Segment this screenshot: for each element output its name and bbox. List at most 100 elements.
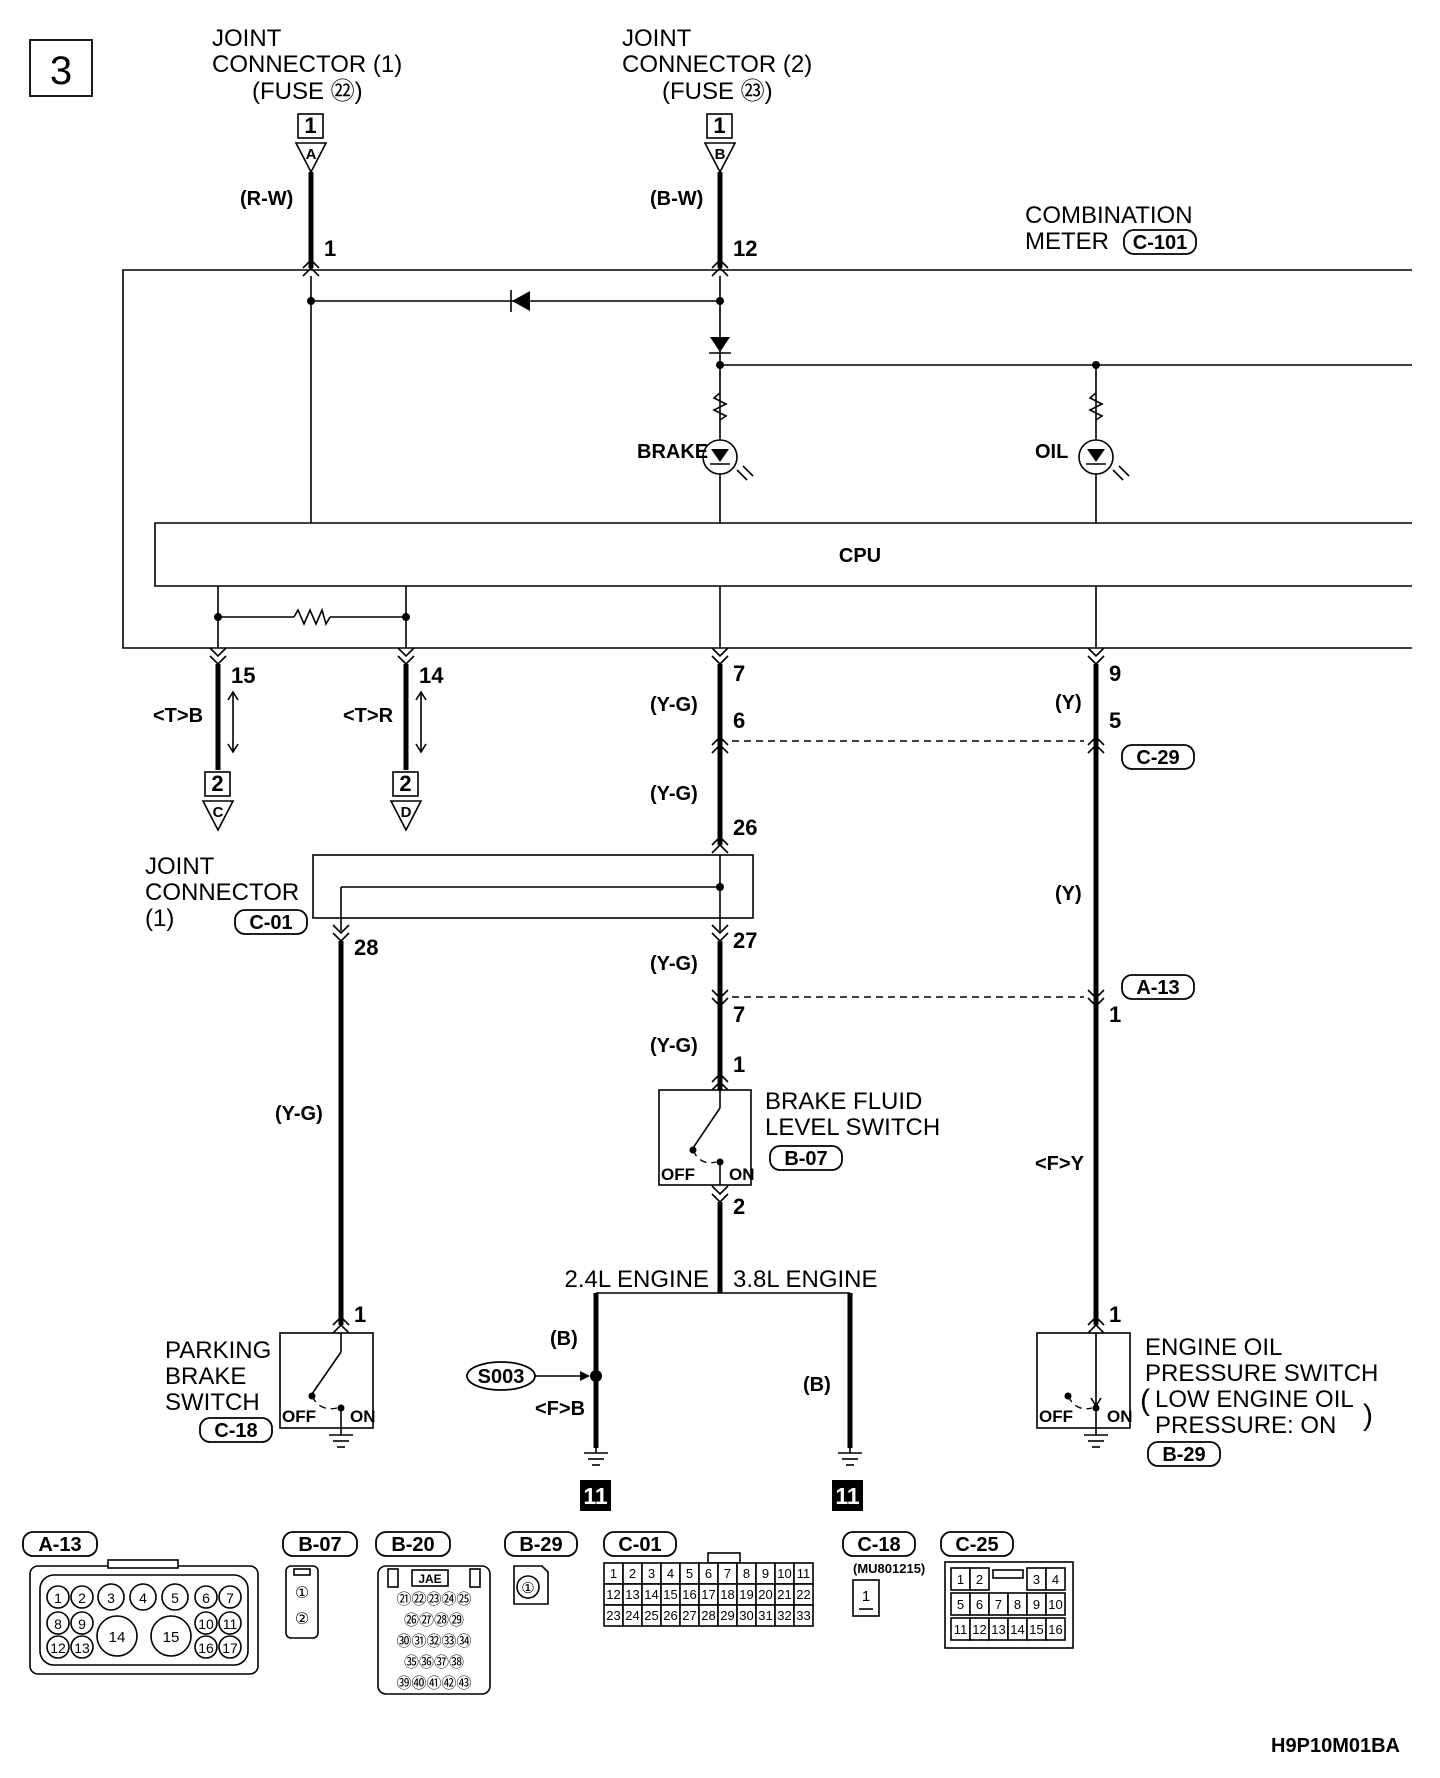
engine-38-label: 3.8L ENGINE [733, 1266, 878, 1293]
connector-view-b20: B-20 JAE ㉑㉒㉓㉔㉕ ㉖㉗㉘㉙ ㉚㉛㉜㉝㉞ ㉟㊱㊲㊳ ㊴㊵㊶㊷㊸ [375, 1531, 491, 1695]
jc1-letter: A [306, 146, 317, 163]
pin-number: 8 [1014, 1597, 1021, 1612]
ground-icon [584, 1448, 608, 1466]
connector-mark-icon [711, 1185, 729, 1204]
wire-label-yg-2: (Y-G) [650, 783, 698, 805]
junction-dot [214, 613, 222, 621]
pin-circle [194, 1585, 218, 1609]
connector-mark-icon [711, 735, 729, 754]
pin-number: 5 [171, 1590, 179, 1606]
jc-c-letter: C [213, 804, 224, 821]
pin-number: 12 [50, 1640, 66, 1656]
eops-paren-close: ) [1363, 1399, 1373, 1432]
jc1-line3: (FUSE ㉒) [252, 78, 363, 105]
wire-label-yg-left: (Y-G) [275, 1103, 323, 1125]
pin-15: 15 [231, 663, 255, 688]
brake-lamp-label: BRAKE [637, 441, 708, 463]
jc2-letter: B [715, 146, 726, 163]
pin-number: 4 [667, 1566, 674, 1581]
resistor-icon [1088, 392, 1104, 421]
pin-number: 18 [720, 1587, 734, 1602]
wire-label-yg-1: (Y-G) [650, 694, 698, 716]
jc2-line2: CONNECTOR (2) [622, 51, 812, 78]
pin-number: 8 [54, 1616, 62, 1632]
pin-circle [194, 1635, 218, 1659]
pin-number: 33 [796, 1608, 810, 1623]
brake-fluid-switch-box [658, 1089, 752, 1186]
cv-b07-pin1: ① [295, 1585, 309, 1602]
pin-7-a13: 7 [733, 1002, 745, 1027]
connector-mark-icon [1087, 1315, 1105, 1334]
pin-number: 10 [1048, 1597, 1062, 1612]
connector-mark-icon [711, 989, 729, 1008]
pin-number: 11 [223, 1616, 238, 1632]
brake-lamp-icon [702, 439, 754, 481]
pin-number: 3 [1033, 1572, 1040, 1587]
wire-label-y-1: (Y) [1055, 692, 1082, 714]
pin-number: 16 [682, 1587, 696, 1602]
pin-cell [793, 1604, 814, 1627]
page-number-box [29, 39, 93, 97]
pin-circle [150, 1615, 192, 1657]
jc-c-arrow-icon [201, 800, 235, 832]
bfls-off: OFF [661, 1165, 695, 1184]
latch [992, 1569, 1024, 1579]
pin-number: 25 [644, 1608, 658, 1623]
pin-number: 13 [625, 1587, 639, 1602]
pin-9: 9 [1109, 661, 1121, 686]
pin-number: 14 [644, 1587, 658, 1602]
pbs-off: OFF [282, 1407, 316, 1426]
pbs-on: ON [350, 1407, 376, 1426]
cv-b29-label: B-29 [519, 1534, 562, 1556]
arrow-icon [580, 1371, 590, 1381]
pin-1-eops: 1 [1109, 1302, 1121, 1327]
splice-s003: S003 [478, 1366, 525, 1388]
ground-ref-2: 11 [835, 1483, 860, 1509]
connector-view-c18: C-18 (MU801215) 1 [842, 1531, 925, 1617]
connector-view-b07: B-07 ① ② [282, 1531, 358, 1639]
pin-number: 3 [107, 1590, 115, 1606]
pin-number: 5 [686, 1566, 693, 1581]
jc3-line2: CONNECTOR [145, 879, 299, 906]
pin-number: 13 [991, 1622, 1005, 1637]
pin-number: 15 [663, 1587, 677, 1602]
pin-1-pbs: 1 [354, 1302, 366, 1327]
wire-label-yg-4: (Y-G) [650, 1035, 698, 1057]
junction-dot [402, 613, 410, 621]
jc2-line1: JOINT [622, 25, 692, 52]
oil-lamp-label: OIL [1035, 441, 1068, 463]
pin-number: 9 [762, 1566, 769, 1581]
double-arrow-icon [415, 690, 427, 754]
pin-7-meter: 7 [733, 661, 745, 686]
joint-connector-2-header: JOINT CONNECTOR (2) (FUSE ㉓) 1 B [622, 25, 812, 174]
pin-number: 1 [54, 1590, 62, 1606]
pin-circle [218, 1611, 242, 1635]
ground-ref-badge [580, 1480, 611, 1511]
pin-number: 1 [610, 1566, 617, 1581]
pin-6: 6 [733, 708, 745, 733]
cv-c25-label: C-25 [955, 1534, 998, 1556]
junction-dot [716, 361, 724, 369]
wire-label-fy: <F>Y [1035, 1153, 1085, 1175]
junction-dot [307, 297, 315, 305]
pbs-line1: PARKING [165, 1337, 271, 1364]
pin-number: 6 [705, 1566, 712, 1581]
wire-label-fb: <F>B [535, 1398, 585, 1420]
pin-number: 4 [1052, 1572, 1059, 1587]
diagram-code: H9P10M01BA [1271, 1735, 1400, 1757]
cv-b20-row5: ㊴㊵㊶㊷㊸ [396, 1675, 471, 1692]
diode-icon [710, 337, 730, 352]
b07-code: B-07 [784, 1148, 827, 1170]
jc1-line2: CONNECTOR (1) [212, 51, 402, 78]
cv-b20-label: B-20 [391, 1534, 434, 1556]
c01-code: C-01 [249, 912, 292, 934]
c101-code: C-101 [1133, 232, 1187, 254]
connector-mark-icon [711, 835, 729, 854]
c18-code: C-18 [214, 1420, 257, 1442]
junction-dot [716, 883, 724, 891]
pin-number: 11 [797, 1566, 811, 1581]
